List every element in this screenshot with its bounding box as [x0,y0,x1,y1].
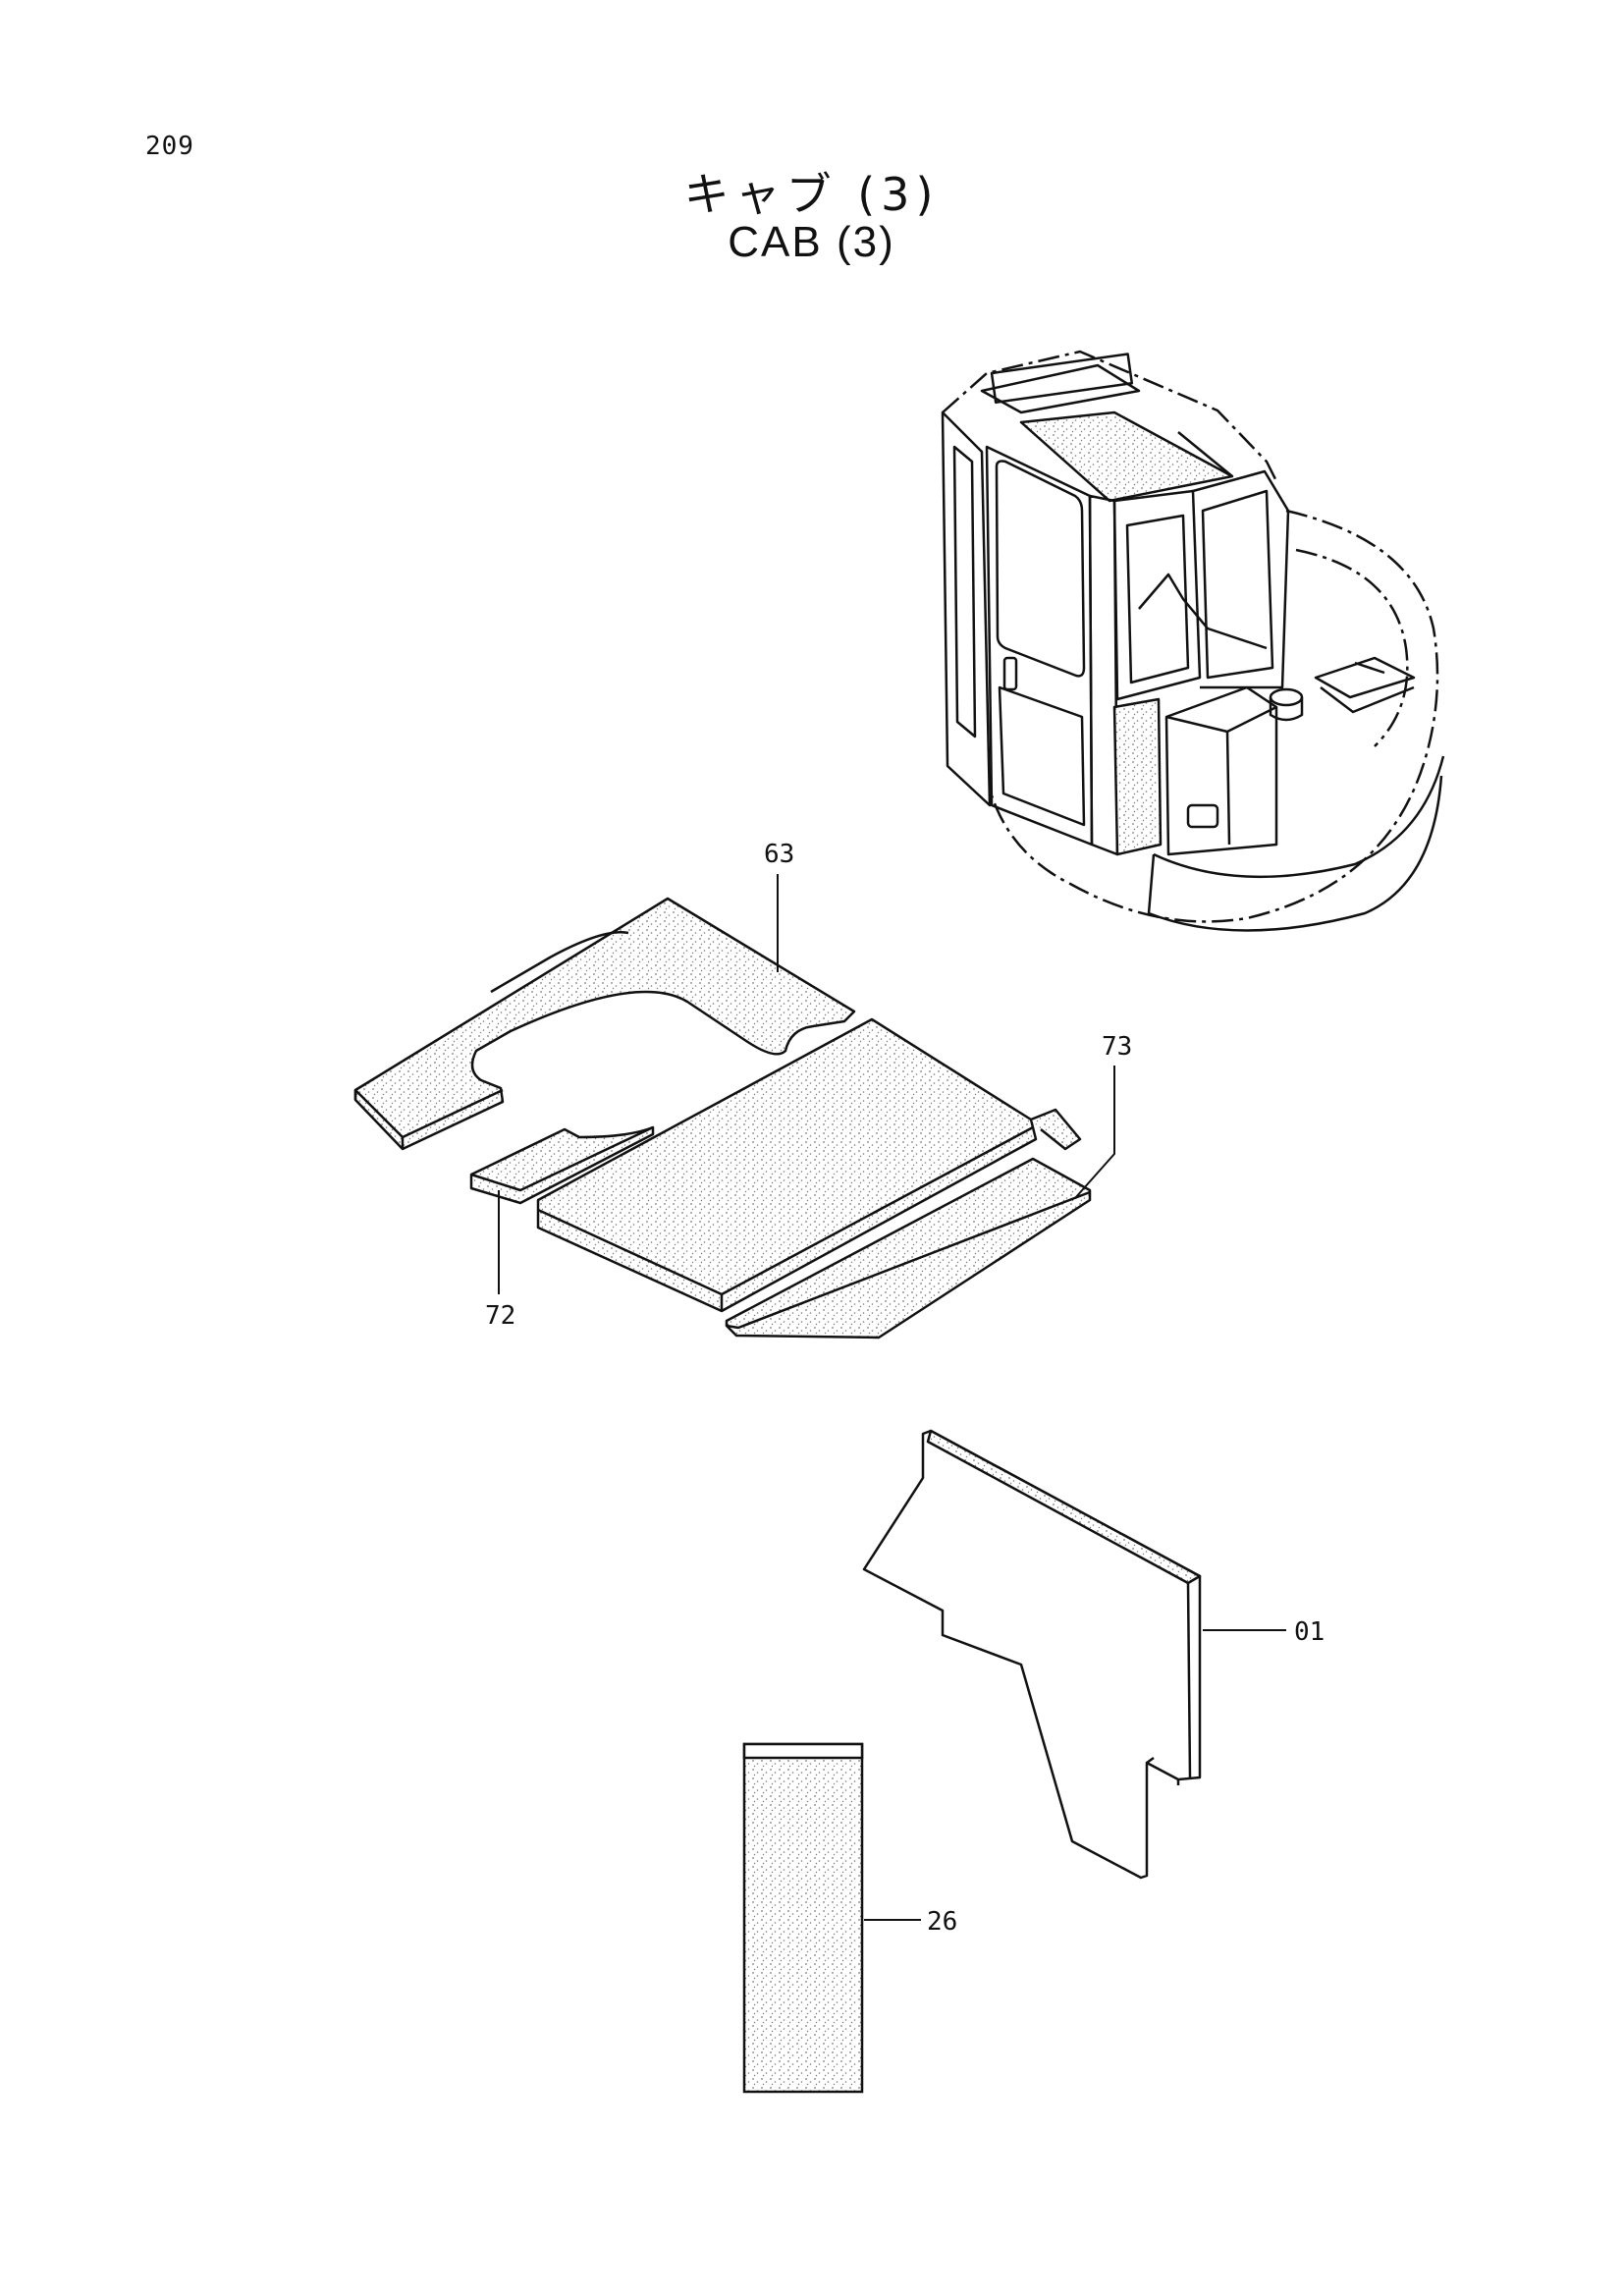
page-title-japanese: キャブ (3) [683,168,940,221]
mat-part-63 [353,897,856,1151]
mat-part-72 [469,1125,655,1205]
floor-mat-set [353,897,1092,1339]
cab-assembly [941,350,1445,932]
callout-63: 63 [764,840,794,869]
page-number: 209 [145,132,194,161]
panel-part-01 [862,1429,1202,1880]
leader-73 [1074,1066,1115,1199]
mat-part-73 [725,1157,1092,1339]
strip-part-26 [742,1742,864,2094]
callout-26: 26 [927,1907,957,1937]
callout-72: 72 [485,1301,515,1331]
leader-lines [498,874,1286,1921]
callout-73: 73 [1102,1032,1132,1062]
mat-main [536,1017,1038,1313]
page-title-english: CAB (3) [728,218,895,266]
callout-01: 01 [1294,1617,1325,1647]
